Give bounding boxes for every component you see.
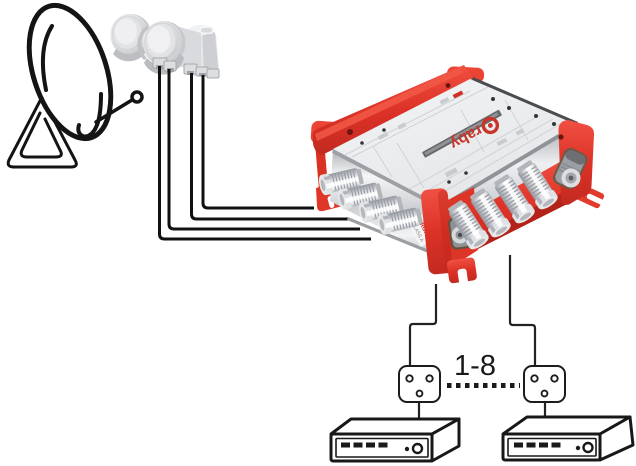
svg-text:1-8: 1-8 [454,350,496,382]
